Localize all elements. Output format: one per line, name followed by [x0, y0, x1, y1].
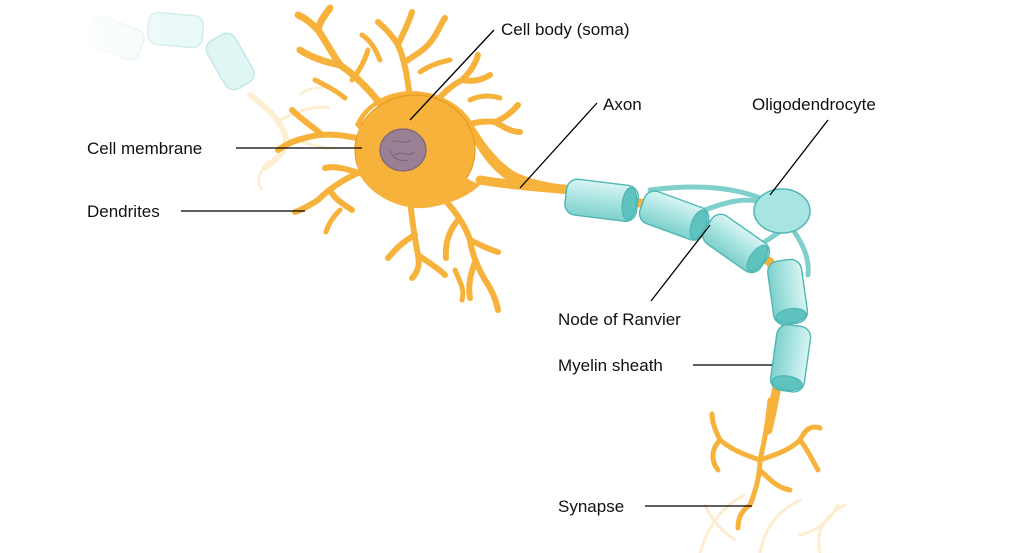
labels: Cell body (soma) Axon Oligodendrocyte Ce…	[87, 20, 876, 516]
myelin-segment	[702, 213, 771, 274]
label-dendrites: Dendrites	[87, 202, 160, 221]
leader-oligodendrocyte	[769, 119, 829, 196]
faded-neighbor-neuron	[80, 10, 336, 191]
oligodendrocyte	[647, 184, 811, 278]
axon	[475, 175, 823, 531]
label-cell-membrane: Cell membrane	[87, 139, 202, 158]
nucleus	[379, 128, 427, 172]
label-synapse: Synapse	[558, 497, 624, 516]
label-node-of-ranvier: Node of Ranvier	[558, 310, 681, 329]
myelin-sheath-segments	[564, 178, 812, 393]
myelin-segment	[564, 178, 639, 222]
myelin-segment	[769, 323, 812, 393]
label-cell-body: Cell body (soma)	[501, 20, 630, 39]
label-oligodendrocyte: Oligodendrocyte	[752, 95, 876, 114]
leader-lines	[181, 29, 829, 507]
label-axon: Axon	[603, 95, 642, 114]
myelin-segment	[767, 258, 809, 326]
faded-synapse-target	[698, 493, 847, 553]
leader-axon	[519, 102, 598, 189]
myelin-segment	[638, 190, 710, 241]
leader-node-of-ranvier	[650, 224, 711, 302]
label-myelin-sheath: Myelin sheath	[558, 356, 663, 375]
leader-cell-body	[409, 29, 495, 121]
